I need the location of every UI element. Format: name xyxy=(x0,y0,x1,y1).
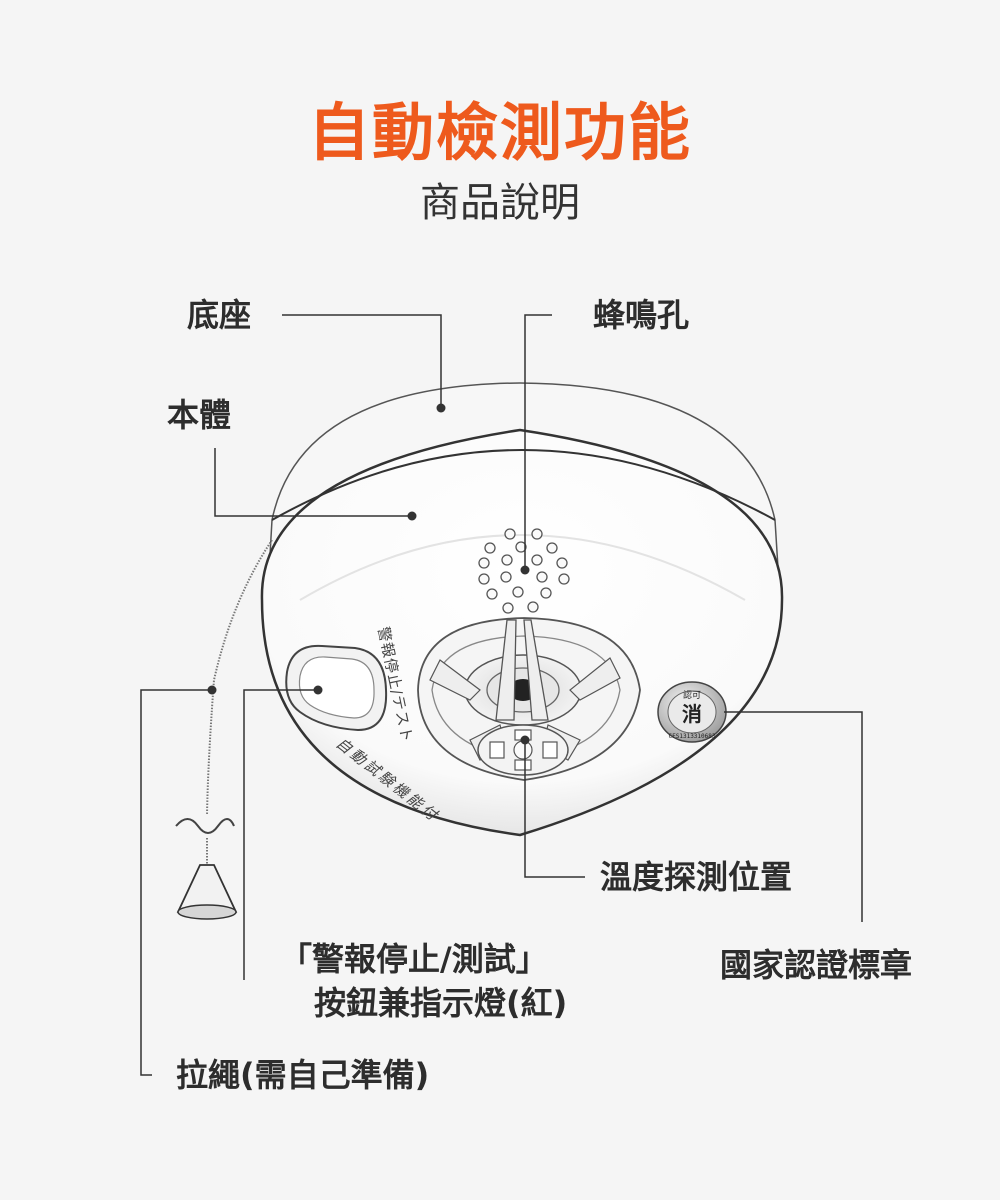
label-base: 底座 xyxy=(187,296,252,334)
cert-code-text: CFS1313310683 xyxy=(669,733,716,740)
cert-char: 消 xyxy=(682,702,702,726)
label-button-line2: 按鈕兼指示燈(紅) xyxy=(314,984,568,1022)
certification-badge: 認可 消 CFS1313310683 xyxy=(657,681,727,743)
label-temperature-sensor: 溫度探測位置 xyxy=(600,858,793,896)
pull-cord xyxy=(175,539,273,920)
cert-top-text: 認可 xyxy=(683,689,701,701)
sound-holes xyxy=(478,528,570,614)
label-button-line1: 「警報停止/測試」 xyxy=(280,940,548,978)
leader-lines xyxy=(140,314,863,1076)
label-sound-hole: 蜂鳴孔 xyxy=(593,296,690,334)
temperature-sensor xyxy=(417,617,641,781)
leader-dots xyxy=(207,403,530,745)
page-subtitle: 商品說明 xyxy=(420,180,580,226)
label-pull-cord: 拉繩(需自己準備) xyxy=(176,1056,430,1094)
label-body: 本體 xyxy=(167,396,232,434)
page-title: 自動檢測功能 xyxy=(307,96,692,169)
label-certification: 國家認證標章 xyxy=(720,946,913,984)
alarm-test-button xyxy=(285,644,388,732)
